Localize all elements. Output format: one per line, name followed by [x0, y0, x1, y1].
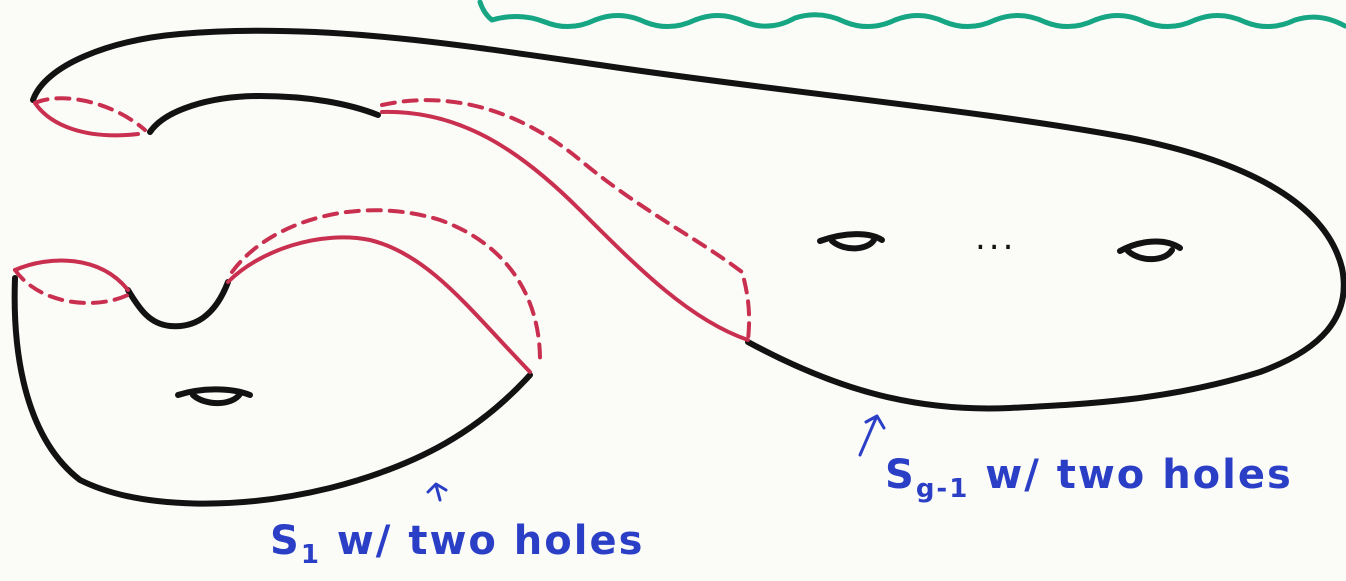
s1-label-sub: 1: [301, 540, 321, 570]
arrow-to-s1: [428, 484, 446, 500]
wavy-boundary: [480, 2, 1345, 27]
sg-label-sub: g-1: [916, 474, 970, 504]
upper-arm-top-outline: [33, 31, 1344, 409]
cut-curve-upper-end-solid: [35, 103, 138, 135]
hole-body-right: [1120, 242, 1180, 260]
s1-label: S1 w/ two holes: [270, 518, 644, 570]
s1-label-suffix: w/ two holes: [321, 518, 645, 564]
hole-s1: [178, 389, 250, 403]
lower-arm-notch: [128, 282, 228, 326]
sg-label: Sg-1 w/ two holes: [885, 452, 1293, 504]
separating-curve-solid: [382, 112, 748, 340]
s1-boundary-dashed: [232, 210, 540, 360]
sg-label-base: S: [885, 452, 916, 498]
arrow-to-sg: [860, 416, 884, 455]
s1-label-base: S: [270, 518, 301, 564]
lower-arm-outline: [15, 278, 530, 504]
upper-arm-inner-outline: [150, 96, 378, 132]
cut-curve-upper-end-dashed: [35, 98, 145, 130]
s1-boundary-solid: [228, 237, 530, 372]
hole-body-left: [820, 234, 882, 248]
sg-label-suffix: w/ two holes: [969, 452, 1293, 498]
ellipsis-dots: ...: [975, 218, 1016, 258]
